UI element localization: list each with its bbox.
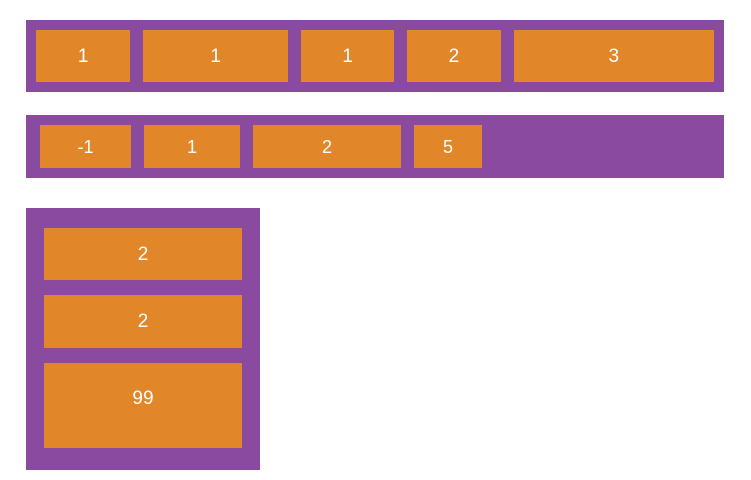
array-cell[interactable]: 2 [44, 295, 242, 348]
array-cell-value: 99 [132, 388, 154, 409]
array-cell[interactable]: 2 [253, 125, 401, 168]
array-container-column-3: 2 2 99 [26, 208, 260, 470]
array-cell[interactable]: 99 [44, 363, 242, 448]
array-container-row-2: -1 1 2 5 [26, 115, 724, 178]
array-cell-value: 1 [210, 45, 221, 67]
array-cell-value: 2 [321, 136, 332, 157]
array-container-row-1: 1 1 1 2 3 [26, 20, 724, 92]
array-cell[interactable]: 3 [513, 30, 714, 82]
array-cell[interactable]: 2 [407, 30, 501, 82]
array-cell-value: 2 [137, 311, 149, 332]
array-cell[interactable]: 2 [44, 228, 242, 280]
array-cell-value: -1 [77, 136, 94, 157]
array-cell[interactable]: 5 [414, 125, 482, 168]
array-cell-value: 2 [448, 45, 460, 67]
array-cell-value: 1 [77, 45, 89, 67]
array-cell-value: 5 [442, 136, 453, 157]
array-cell[interactable]: 1 [36, 30, 131, 82]
array-cell[interactable]: 1 [144, 125, 240, 168]
array-cell-value: 1 [186, 136, 197, 157]
array-cell[interactable]: -1 [40, 125, 131, 168]
array-cell[interactable]: 1 [143, 30, 289, 82]
array-cell-value: 2 [137, 243, 149, 265]
array-cell-value: 1 [342, 45, 353, 67]
array-cell-value: 3 [608, 45, 620, 67]
array-cell[interactable]: 1 [301, 30, 395, 82]
